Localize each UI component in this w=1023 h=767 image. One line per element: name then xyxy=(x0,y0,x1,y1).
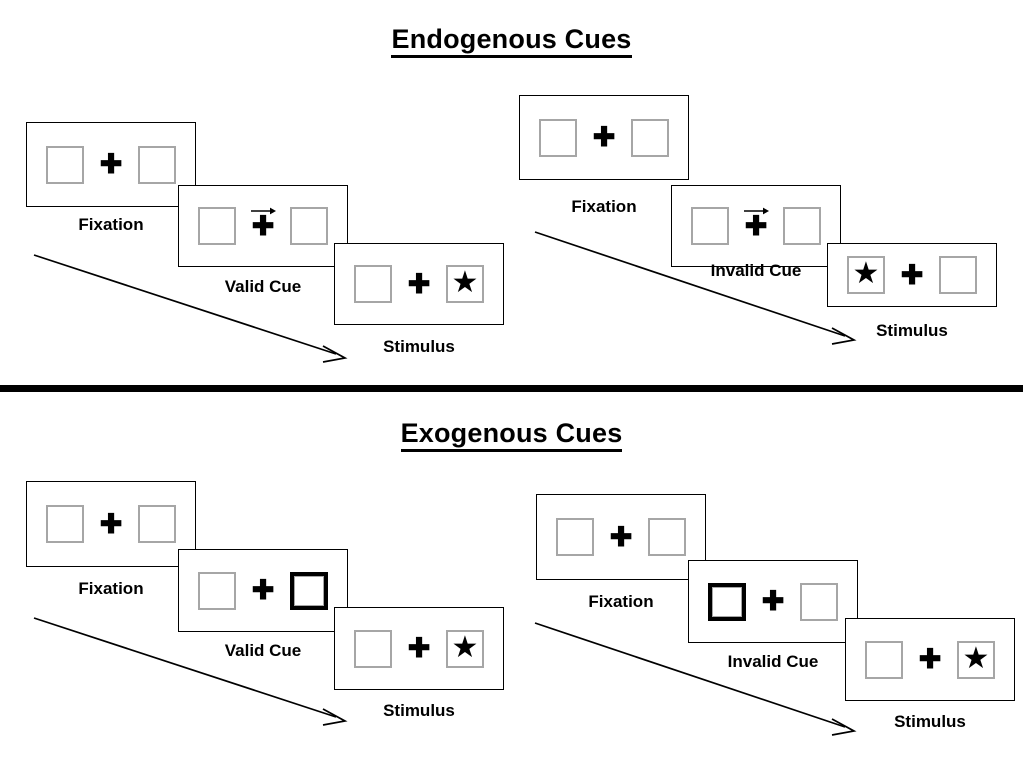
plus-icon: ✚ xyxy=(761,586,785,616)
star-icon: ★ xyxy=(852,257,880,290)
stimulus-box-left xyxy=(691,207,729,245)
fixation-slot: ✚ xyxy=(917,641,943,679)
stimulus-box-right xyxy=(939,256,977,294)
panel-endogenous-invalid-cue: ✚ xyxy=(671,185,841,267)
stimulus-box-left xyxy=(556,518,594,556)
panel-exogenous-invalid-fixation: ✚ xyxy=(536,494,706,580)
panel-exogenous-invalid-stimulus: ✚ ★ xyxy=(845,618,1015,701)
star-icon: ★ xyxy=(451,630,479,664)
panel-content: ✚ xyxy=(46,145,176,184)
caption-exogenous-invalid-cue: Invalid Cue xyxy=(727,652,819,671)
fixation-slot: ✚ xyxy=(591,119,617,157)
panel-endogenous-invalid-fixation: ✚ xyxy=(519,95,689,180)
stimulus-box-right xyxy=(631,118,669,157)
plus-icon: ✚ xyxy=(918,644,942,674)
caption-endogenous-valid-stimulus: Stimulus xyxy=(383,337,455,356)
stimulus-box-left-cued xyxy=(708,582,746,621)
plus-icon: ✚ xyxy=(251,575,275,605)
caption-exogenous-valid-stimulus: Stimulus xyxy=(383,701,455,720)
arrow-right-icon xyxy=(251,207,276,215)
stimulus-box-right xyxy=(138,145,176,184)
caption-endogenous-valid-cue: Valid Cue xyxy=(224,277,302,296)
plus-icon: ✚ xyxy=(592,122,616,152)
panel-exogenous-valid-cue: ✚ xyxy=(178,549,348,632)
stimulus-box-right xyxy=(800,582,838,621)
panel-content: ✚ ★ xyxy=(865,640,995,679)
star-icon: ★ xyxy=(451,266,479,299)
caption-exogenous-valid-cue: Valid Cue xyxy=(224,641,302,660)
stimulus-box-right: ★ xyxy=(957,640,995,679)
section-title-exogenous: Exogenous Cues xyxy=(0,418,1023,452)
panel-content: ✚ xyxy=(198,207,328,245)
fixation-slot: ✚ xyxy=(98,146,124,184)
stimulus-box-right xyxy=(290,207,328,245)
panel-endogenous-invalid-stimulus: ★ ✚ xyxy=(827,243,997,307)
arrow-right-icon xyxy=(744,207,769,215)
panel-endogenous-valid-stimulus: ✚ ★ xyxy=(334,243,504,325)
plus-icon: ✚ xyxy=(609,521,633,552)
caption-endogenous-invalid-stimulus: Stimulus xyxy=(876,321,948,340)
stimulus-box-right: ★ xyxy=(446,265,484,303)
caption-exogenous-invalid-fixation: Fixation xyxy=(588,592,654,611)
fixation-slot: ✚ xyxy=(250,207,276,245)
fixation-slot: ✚ xyxy=(250,572,276,610)
section-title-exogenous-text: Exogenous Cues xyxy=(400,418,623,452)
panel-content: ✚ xyxy=(46,505,176,543)
fixation-slot: ✚ xyxy=(406,630,432,668)
plus-icon: ✚ xyxy=(251,210,275,241)
caption-endogenous-invalid-fixation: Fixation xyxy=(571,197,637,216)
stimulus-box-left xyxy=(865,640,903,679)
plus-icon: ✚ xyxy=(407,268,431,299)
stimulus-box-left xyxy=(46,505,84,543)
caption-endogenous-invalid-cue: Invalid Cue xyxy=(710,261,802,280)
panel-content: ✚ ★ xyxy=(354,265,484,303)
plus-icon: ✚ xyxy=(744,210,768,241)
plus-icon: ✚ xyxy=(99,508,123,539)
panel-content: ✚ xyxy=(539,118,669,157)
stimulus-box-right xyxy=(138,505,176,543)
star-icon: ★ xyxy=(962,641,990,675)
fixation-slot: ✚ xyxy=(760,583,786,621)
fixation-slot: ✚ xyxy=(899,256,925,294)
plus-icon: ✚ xyxy=(99,149,123,179)
section-title-endogenous-text: Endogenous Cues xyxy=(391,24,632,58)
stimulus-box-left xyxy=(198,571,236,610)
panel-content: ✚ xyxy=(708,582,838,621)
stimulus-box-left xyxy=(198,207,236,245)
section-title-endogenous: Endogenous Cues xyxy=(0,24,1023,58)
panel-exogenous-valid-fixation: ✚ xyxy=(26,481,196,567)
panel-content: ✚ ★ xyxy=(354,629,484,668)
panel-content: ✚ xyxy=(556,518,686,556)
stimulus-box-left xyxy=(354,629,392,668)
stimulus-box-left xyxy=(539,118,577,157)
fixation-slot: ✚ xyxy=(98,505,124,543)
panel-exogenous-valid-stimulus: ✚ ★ xyxy=(334,607,504,690)
plus-icon: ✚ xyxy=(900,259,924,290)
caption-exogenous-valid-fixation: Fixation xyxy=(78,579,144,598)
panel-endogenous-valid-cue: ✚ xyxy=(178,185,348,267)
panel-content: ★ ✚ xyxy=(847,256,977,294)
plus-icon: ✚ xyxy=(407,633,431,663)
stimulus-box-right xyxy=(648,518,686,556)
stimulus-box-left xyxy=(46,145,84,184)
stimulus-box-right: ★ xyxy=(446,629,484,668)
panel-content: ✚ xyxy=(198,571,328,610)
fixation-slot: ✚ xyxy=(406,265,432,303)
caption-endogenous-valid-fixation: Fixation xyxy=(78,215,144,234)
stimulus-box-left xyxy=(354,265,392,303)
caption-exogenous-invalid-stimulus: Stimulus xyxy=(894,712,966,731)
panel-exogenous-invalid-cue: ✚ xyxy=(688,560,858,643)
stimulus-box-left: ★ xyxy=(847,256,885,294)
panel-endogenous-valid-fixation: ✚ xyxy=(26,122,196,207)
stimulus-box-right xyxy=(783,207,821,245)
panel-content: ✚ xyxy=(691,207,821,245)
section-divider xyxy=(0,385,1023,392)
fixation-slot: ✚ xyxy=(743,207,769,245)
fixation-slot: ✚ xyxy=(608,518,634,556)
stimulus-box-right-cued xyxy=(290,571,328,610)
